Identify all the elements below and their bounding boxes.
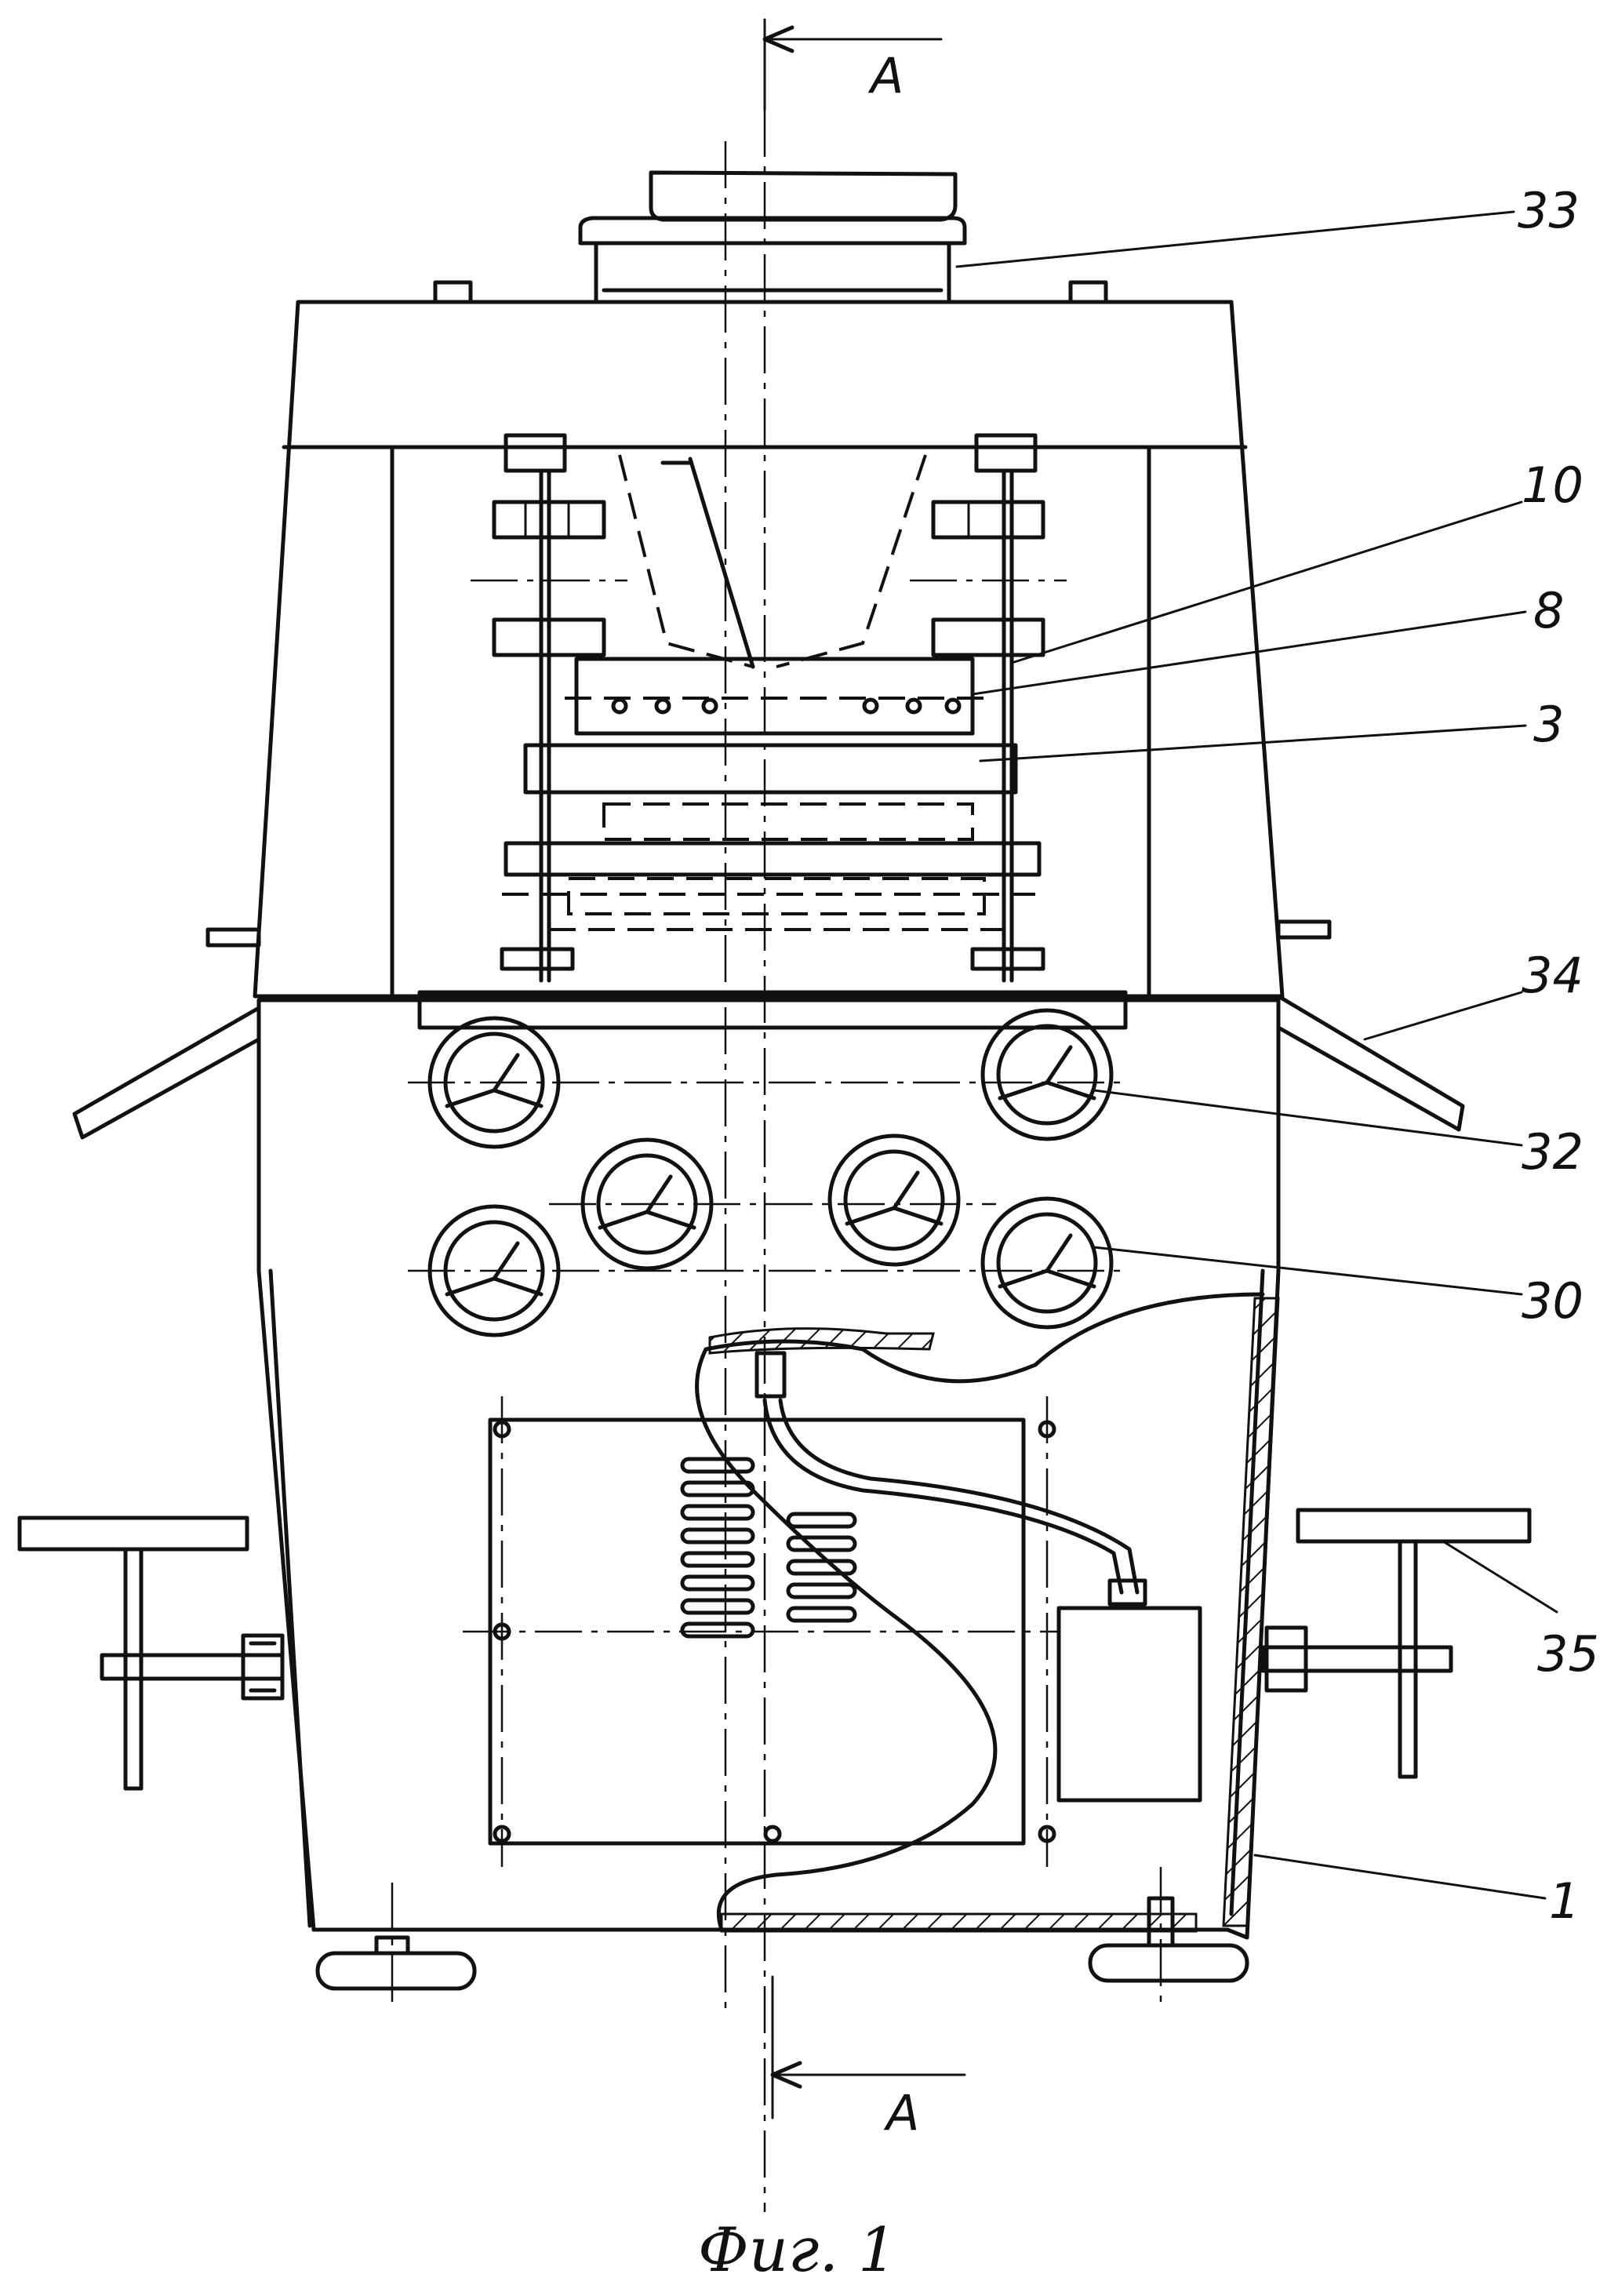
gauge-4: [830, 1136, 958, 1264]
callout-30: 30: [1522, 1272, 1583, 1330]
section-mark-top: A: [765, 20, 941, 110]
callout-35: 35: [1537, 1625, 1599, 1683]
center-lines: [725, 110, 765, 2212]
callout-3: 3: [1533, 696, 1564, 753]
right-handwheel: [1263, 1510, 1529, 1777]
section-mark-bottom: A: [773, 1977, 965, 2141]
section-label-bottom: A: [883, 2084, 919, 2141]
lower-housing: [259, 1000, 1278, 1938]
feed-funnel: [620, 455, 925, 667]
top-hopper: [580, 173, 965, 302]
upper-housing: [208, 282, 1329, 996]
gauge-6: [983, 1199, 1111, 1327]
left-punch-unit: [471, 435, 627, 981]
gauge-2: [983, 1010, 1111, 1139]
motor-plate: [463, 1396, 1059, 1867]
callout-33: 33: [1518, 182, 1580, 239]
gauges: [408, 1010, 1129, 1335]
feet: [318, 1867, 1247, 2008]
cooling-fins: [682, 1459, 855, 1636]
callout-10: 10: [1522, 457, 1583, 514]
callout-34: 34: [1522, 947, 1583, 1004]
callout-1: 1: [1549, 1872, 1580, 1930]
side-wings: [75, 996, 1463, 1137]
inner-window: [392, 447, 1149, 1028]
press-turret: [502, 659, 1039, 930]
left-handwheel: [20, 1518, 282, 1788]
section-label-top: A: [867, 47, 904, 104]
callout-8: 8: [1533, 582, 1564, 639]
callout-labels: 33 10 8 3 34 32 30 35 1: [1518, 182, 1599, 1930]
callout-32: 32: [1522, 1123, 1583, 1181]
right-punch-unit: [910, 435, 1067, 981]
figure-caption: Фиг. 1: [698, 2215, 897, 2286]
